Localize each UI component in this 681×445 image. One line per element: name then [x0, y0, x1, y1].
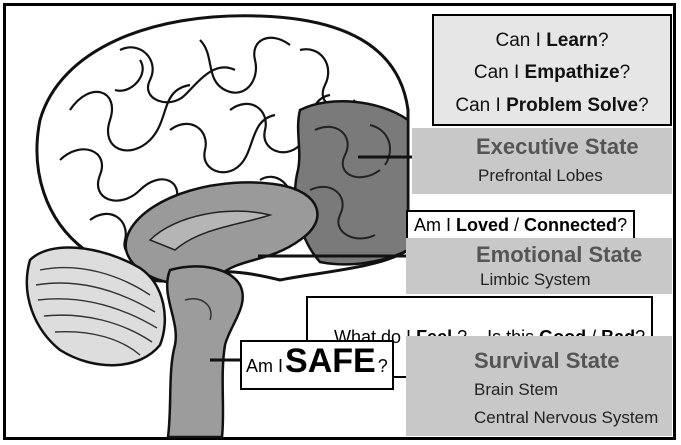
emotional-state-title: Emotional State [476, 242, 642, 268]
question-learn: Can I Learn? [434, 30, 670, 52]
survival-state-panel: Survival State Brain Stem Central Nervou… [406, 336, 672, 436]
executive-questions-box: Can I Learn? Can I Empathize? Can I Prob… [432, 14, 672, 126]
loved-connected-question: Am I Loved / Connected? [406, 210, 635, 240]
prefrontal-region [295, 101, 408, 264]
executive-state-title: Executive State [476, 134, 639, 160]
executive-state-subtitle: Prefrontal Lobes [478, 166, 603, 186]
executive-state-panel: Executive State Prefrontal Lobes [412, 128, 672, 194]
brain-stem [167, 266, 243, 437]
survival-state-cns: Central Nervous System [474, 408, 658, 428]
safe-question: Am I SAFE? [240, 340, 394, 390]
emotional-state-panel: Emotional State Limbic System [406, 238, 672, 294]
survival-state-title: Survival State [474, 348, 620, 374]
question-empathize: Can I Empathize? [434, 62, 670, 84]
survival-state-brain-stem: Brain Stem [474, 380, 558, 400]
question-problem-solve: Can I Problem Solve? [434, 95, 670, 117]
emotional-state-subtitle: Limbic System [480, 270, 591, 290]
